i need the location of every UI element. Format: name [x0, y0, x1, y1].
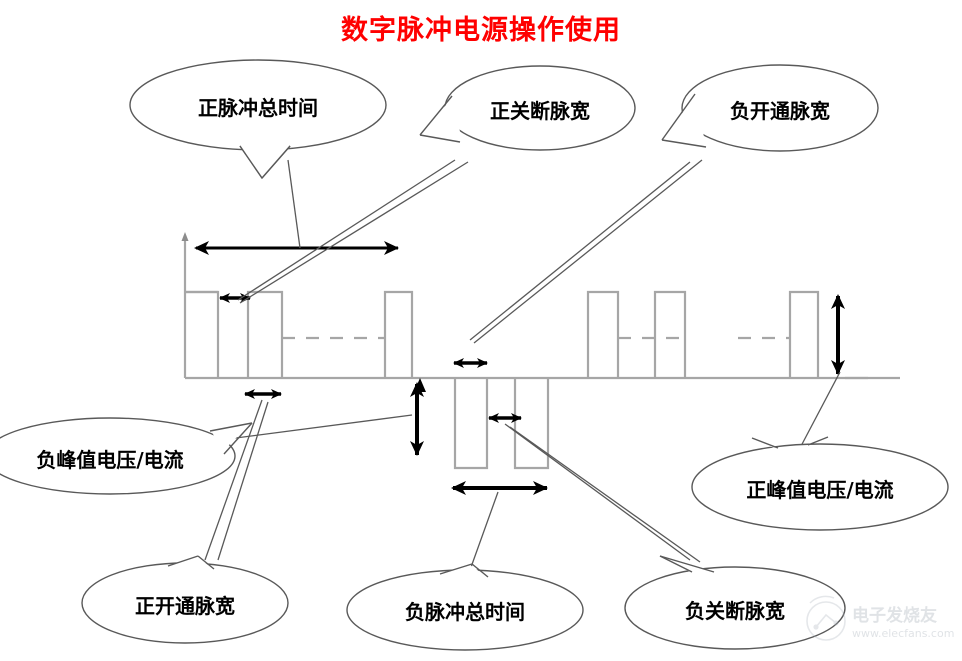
- leader-negative-off-pulse-width: [504, 423, 691, 561]
- waveform-trace: [181, 232, 900, 470]
- negative-pulse-2: [513, 378, 550, 470]
- callout-negative-pulse-total-time[interactable]: [346, 563, 584, 651]
- callout-positive-pulse-total-time[interactable]: [129, 59, 387, 180]
- callout-negative-on-pulse-width[interactable]: [661, 64, 879, 152]
- leader-positive-off-pulse-width-2: [239, 161, 469, 304]
- y-axis-arrow: [181, 232, 189, 241]
- positive-pulse-3: [383, 290, 414, 378]
- leader-positive-pulse-total-time: [287, 159, 301, 249]
- positive-pulse-4: [586, 290, 620, 378]
- callout-positive-on-pulse-width[interactable]: [81, 555, 289, 644]
- callout-negative-peak-voltage-current[interactable]: [0, 417, 253, 495]
- leader-positive-on-pulse-width: [204, 399, 263, 561]
- page-title: 数字脉冲电源操作使用: [341, 15, 621, 46]
- callout-positive-peak-voltage-current[interactable]: [691, 436, 949, 531]
- leader-lines: [204, 159, 841, 571]
- positive-pulse-2: [246, 290, 284, 378]
- callout-negative-off-pulse-width[interactable]: [624, 555, 846, 650]
- leader-negative-on-pulse-width-2: [473, 159, 703, 344]
- leader-positive-on-pulse-width-2: [217, 401, 269, 561]
- callout-bubbles: [0, 59, 949, 651]
- negative-pulse-1: [453, 378, 489, 470]
- positive-pulse-5: [653, 290, 687, 378]
- positive-pulse-1: [185, 290, 220, 378]
- callout-positive-off-pulse-width[interactable]: [419, 65, 636, 151]
- leader-positive-off-pulse-width: [237, 159, 456, 301]
- positive-pulse-6: [788, 290, 820, 378]
- measurement-arrows: [194, 241, 845, 495]
- leader-positive-peak-voltage-current: [799, 371, 841, 449]
- baseline-up-tick: [414, 378, 426, 392]
- leader-negative-on-pulse-width: [469, 161, 691, 341]
- leader-negative-pulse-total-time: [469, 491, 499, 571]
- leader-negative-off-pulse-width-2: [509, 426, 701, 563]
